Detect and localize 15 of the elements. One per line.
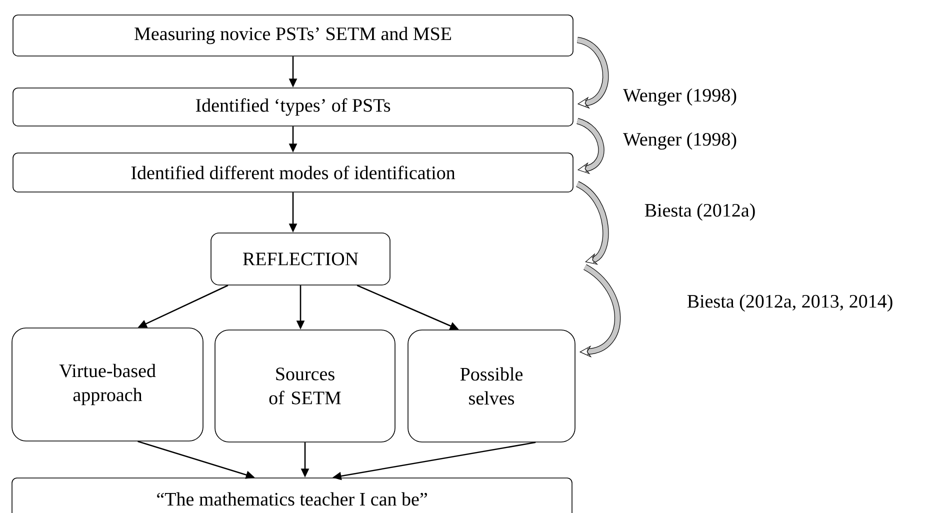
process-box: REFLECTION bbox=[210, 232, 390, 286]
curved-arrow bbox=[576, 118, 604, 174]
curved-arrow bbox=[576, 181, 609, 265]
process-box: Virtue-based approach bbox=[12, 328, 204, 442]
process-box: Identified different modes of identification bbox=[12, 152, 574, 192]
citation-label: Wenger (1998) bbox=[623, 132, 736, 150]
curved-arrow bbox=[576, 37, 609, 109]
process-box: Identified ‘types’ of PSTs bbox=[12, 88, 574, 126]
process-box: Sources of SETM bbox=[214, 330, 396, 442]
citation-label: Wenger (1998) bbox=[623, 88, 736, 106]
process-box: “The mathematics teacher I can be” bbox=[12, 478, 572, 513]
citation-label: Biesta (2012a, 2013, 2014) bbox=[687, 294, 892, 312]
process-box: Possible selves bbox=[408, 330, 576, 442]
process-box: Measuring novice PSTs’ SETM and MSE bbox=[12, 14, 574, 56]
citation-label: Biesta (2012a) bbox=[644, 203, 755, 221]
